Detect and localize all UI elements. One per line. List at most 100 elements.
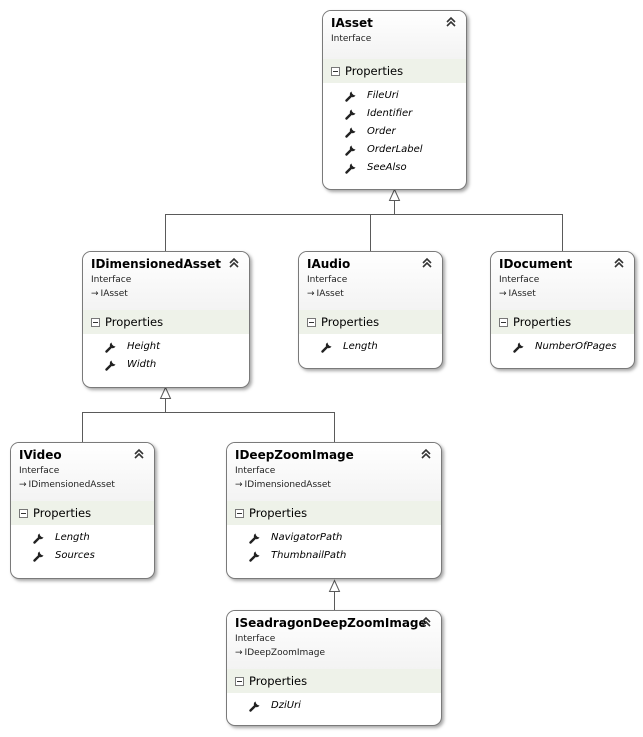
property-list: Height Width — [83, 334, 249, 378]
inherits-arrow-icon: → — [91, 289, 99, 299]
ideepzoomimage-generalization-arrow — [328, 579, 341, 592]
property-name: Width — [127, 359, 157, 370]
properties-section-header[interactable]: Properties — [227, 501, 441, 525]
class-inheritance: →IAsset — [499, 288, 634, 300]
class-title: IAsset — [331, 16, 373, 30]
section-label: Properties — [513, 315, 572, 329]
class-box-iasset[interactable]: IAsset Interface Properties FileUri Iden… — [322, 10, 467, 190]
collapse-minus-icon[interactable] — [331, 66, 340, 76]
class-stereotype: Interface — [235, 466, 276, 476]
property-list: NavigatorPath ThumbnailPath — [227, 525, 441, 569]
properties-section-header[interactable]: Properties — [11, 501, 154, 525]
property-item[interactable]: OrderLabel — [345, 141, 466, 159]
base-interface-name: IDimensionedAsset — [244, 480, 331, 490]
property-name: NavigatorPath — [271, 532, 343, 543]
class-inheritance: →IAsset — [91, 288, 249, 300]
property-item[interactable]: Length — [33, 529, 154, 547]
property-item[interactable]: NavigatorPath — [249, 529, 441, 547]
wrench-icon — [105, 342, 116, 353]
property-list: FileUri Identifier Order OrderLabel SeeA… — [323, 83, 466, 181]
wrench-icon — [105, 360, 116, 371]
section-label: Properties — [105, 315, 164, 329]
property-item[interactable]: Height — [105, 338, 249, 356]
class-stereotype: Interface — [19, 466, 60, 476]
class-header: IDocument Interface →IAsset — [491, 252, 634, 310]
property-item[interactable]: NumberOfPages — [513, 338, 634, 356]
property-list: Length — [299, 334, 442, 360]
collapse-chevron-icon[interactable] — [228, 257, 240, 269]
wrench-icon — [249, 551, 260, 562]
property-item[interactable]: FileUri — [345, 87, 466, 105]
property-item[interactable]: Sources — [33, 547, 154, 565]
base-interface-name: IDimensionedAsset — [28, 480, 115, 490]
properties-section-header[interactable]: Properties — [83, 310, 249, 334]
class-box-ideepzoomimage[interactable]: IDeepZoomImage Interface →IDimensionedAs… — [226, 442, 442, 579]
class-title: IAudio — [307, 257, 351, 271]
wrench-icon — [33, 551, 44, 562]
collapse-chevron-icon[interactable] — [445, 16, 457, 28]
wrench-icon — [345, 109, 356, 120]
property-name: Order — [367, 126, 396, 137]
collapse-minus-icon[interactable] — [91, 317, 100, 327]
class-box-iaudio[interactable]: IAudio Interface →IAsset Properties Leng… — [298, 251, 443, 369]
class-box-idimensionedasset[interactable]: IDimensionedAsset Interface →IAsset Prop… — [82, 251, 250, 388]
property-name: Length — [343, 341, 378, 352]
class-header: IAsset Interface — [323, 11, 466, 59]
class-stereotype: Interface — [499, 275, 540, 285]
class-box-iseadragondeepzoomimage[interactable]: ISeadragonDeepZoomImage Interface →IDeep… — [226, 610, 442, 726]
collapse-chevron-icon[interactable] — [133, 448, 145, 460]
collapse-chevron-icon[interactable] — [420, 616, 432, 628]
collapse-minus-icon[interactable] — [307, 317, 316, 327]
collapse-minus-icon[interactable] — [499, 317, 508, 327]
collapse-minus-icon[interactable] — [19, 508, 28, 518]
class-box-idocument[interactable]: IDocument Interface →IAsset Properties N… — [490, 251, 635, 369]
class-title: IDocument — [499, 257, 573, 271]
base-interface-name: IAsset — [508, 289, 536, 299]
class-inheritance: →IDimensionedAsset — [19, 479, 154, 491]
section-label: Properties — [249, 674, 308, 688]
collapse-chevron-icon[interactable] — [613, 257, 625, 269]
properties-section-header[interactable]: Properties — [299, 310, 442, 334]
class-header: IVideo Interface →IDimensionedAsset — [11, 443, 154, 501]
section-label: Properties — [33, 506, 92, 520]
collapse-chevron-icon[interactable] — [421, 257, 433, 269]
collapse-minus-icon[interactable] — [235, 676, 244, 686]
property-name: DziUri — [271, 700, 301, 711]
wrench-icon — [33, 533, 44, 544]
inherits-arrow-icon: → — [499, 289, 507, 299]
property-list: NumberOfPages — [491, 334, 634, 360]
section-label: Properties — [249, 506, 308, 520]
wrench-icon — [345, 163, 356, 174]
class-inheritance: →IAsset — [307, 288, 442, 300]
property-item[interactable]: Order — [345, 123, 466, 141]
property-item[interactable]: ThumbnailPath — [249, 547, 441, 565]
class-header: IDeepZoomImage Interface →IDimensionedAs… — [227, 443, 441, 501]
class-title: IDeepZoomImage — [235, 448, 354, 462]
properties-section-header[interactable]: Properties — [227, 669, 441, 693]
wrench-icon — [249, 701, 260, 712]
property-name: FileUri — [367, 90, 399, 101]
property-item[interactable]: SeeAlso — [345, 159, 466, 177]
property-item[interactable]: Width — [105, 356, 249, 374]
collapse-chevron-icon[interactable] — [420, 448, 432, 460]
property-item[interactable]: DziUri — [249, 697, 441, 715]
class-box-ivideo[interactable]: IVideo Interface →IDimensionedAsset Prop… — [10, 442, 155, 579]
property-list: DziUri — [227, 693, 441, 719]
base-interface-name: IAsset — [316, 289, 344, 299]
inherits-arrow-icon: → — [235, 480, 243, 490]
base-interface-name: IAsset — [100, 289, 128, 299]
collapse-minus-icon[interactable] — [235, 508, 244, 518]
inherits-arrow-icon: → — [19, 480, 27, 490]
property-item[interactable]: Identifier — [345, 105, 466, 123]
property-name: Identifier — [367, 108, 413, 119]
section-label: Properties — [321, 315, 380, 329]
property-name: Length — [55, 532, 90, 543]
iasset-generalization-arrow — [388, 188, 401, 201]
wrench-icon — [321, 342, 332, 353]
class-stereotype: Interface — [235, 634, 276, 644]
property-item[interactable]: Length — [321, 338, 442, 356]
properties-section-header[interactable]: Properties — [323, 59, 466, 83]
properties-section-header[interactable]: Properties — [491, 310, 634, 334]
wrench-icon — [345, 91, 356, 102]
